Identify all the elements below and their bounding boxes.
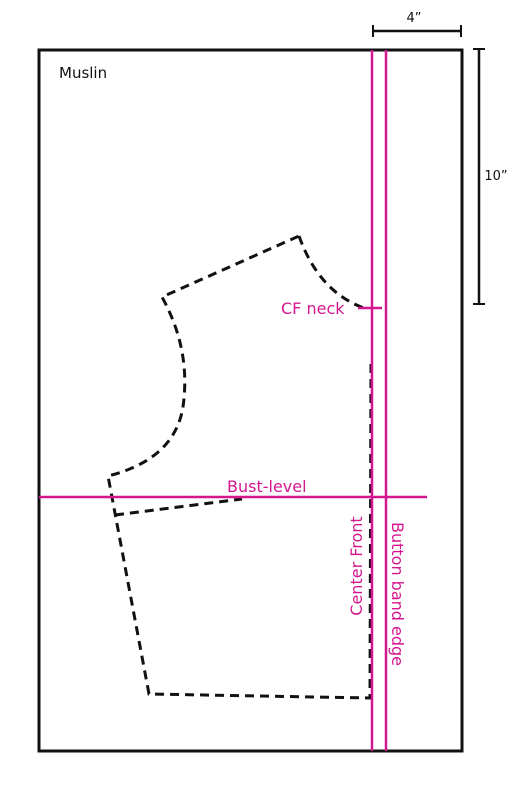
center-front-label: Center Front	[347, 516, 366, 615]
bust-level-label: Bust-level	[227, 477, 307, 496]
length-measure-label: 10”	[484, 169, 507, 184]
muslin-fabric-outline	[37, 48, 464, 753]
construction-lines	[39, 50, 427, 751]
cf-neck-label: CF neck	[281, 299, 345, 318]
fabric-label: Muslin	[59, 64, 107, 82]
length-measurement: 10”	[473, 48, 508, 305]
width-measurement: 4”	[372, 11, 462, 37]
button-band-edge-label: Button band edge	[388, 522, 407, 666]
bodice-pattern-outline	[106, 234, 373, 700]
width-measure-label: 4”	[406, 11, 421, 26]
